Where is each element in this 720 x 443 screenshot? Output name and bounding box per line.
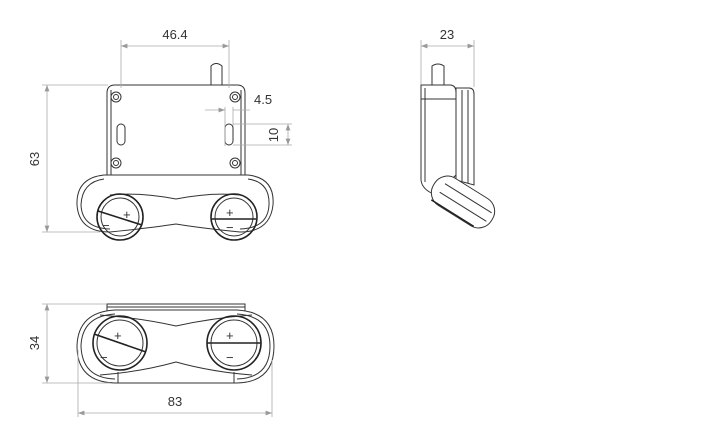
battery-button-right: + − <box>210 193 258 241</box>
dim-slot-offset: 4.5 <box>254 92 272 107</box>
dim-front-width: 46.4 <box>162 27 187 42</box>
side-view: 23 <box>420 27 496 229</box>
svg-text:+: + <box>226 328 234 343</box>
cable-rod <box>210 63 223 85</box>
battery-button-right: + − <box>206 315 262 371</box>
slot <box>116 123 126 146</box>
dim-side-depth: 23 <box>440 27 454 42</box>
screw-hole-icon <box>110 91 241 169</box>
svg-text:+: + <box>226 205 234 220</box>
dim-bottom-width: 83 <box>168 394 182 409</box>
svg-text:−: − <box>100 350 108 365</box>
dim-slot-length: 10 <box>266 128 281 142</box>
base-housing <box>76 174 274 233</box>
battery-button-left: + − <box>92 315 148 371</box>
sensor-head <box>430 175 496 229</box>
dim-front-height: 63 <box>27 152 42 166</box>
front-view: + − + − 46.4 63 4.5 10 <box>27 27 292 241</box>
svg-text:+: + <box>123 207 131 222</box>
bottom-view: + − + − 34 83 <box>27 303 275 417</box>
battery-button-left: + − <box>96 193 144 241</box>
svg-text:−: − <box>226 350 234 365</box>
svg-text:−: − <box>226 220 234 235</box>
dim-bottom-height: 34 <box>27 336 42 350</box>
mounting-plate <box>106 84 246 196</box>
svg-text:−: − <box>102 218 110 233</box>
svg-text:+: + <box>114 328 122 343</box>
